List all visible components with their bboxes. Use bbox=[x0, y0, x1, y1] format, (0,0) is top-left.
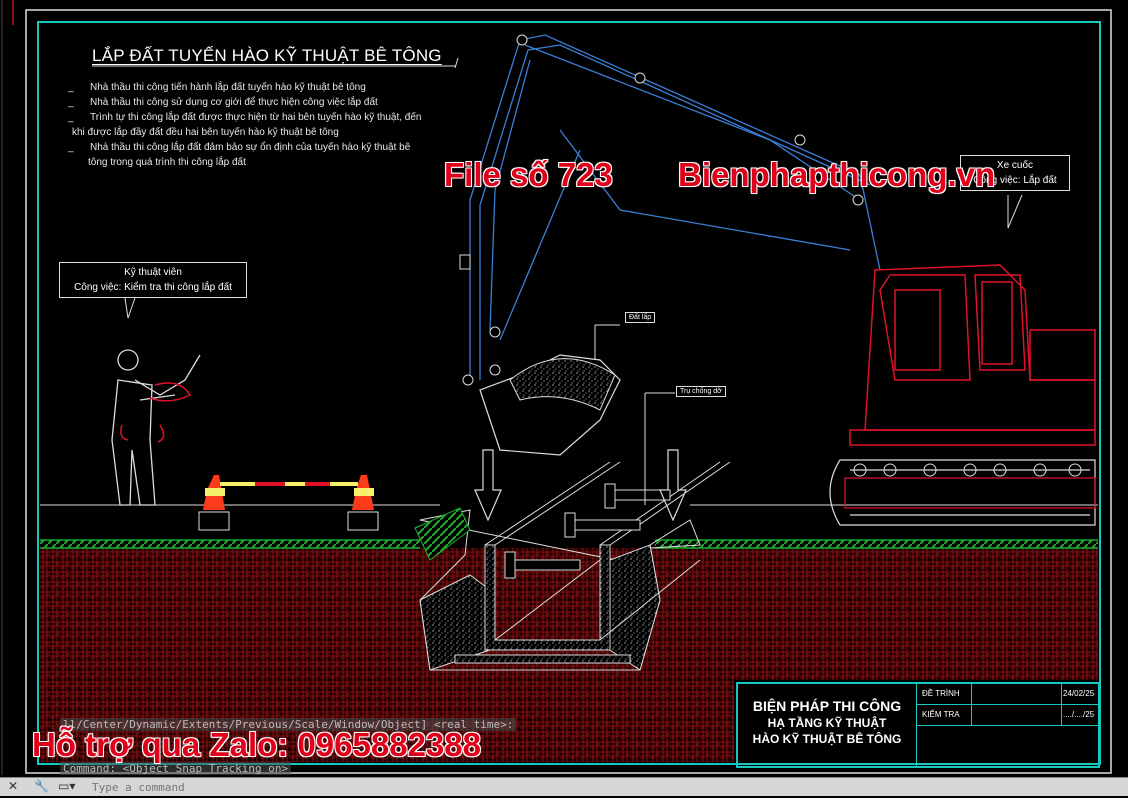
note-row: _Nhà thầu thi công lắp đất đảm bảo sự ổn… bbox=[68, 142, 411, 153]
note-row: _Nhà thầu thi công sử dụng cơ giới để th… bbox=[68, 97, 378, 108]
check-date: ..../..../25 bbox=[1063, 710, 1095, 719]
command-history-icon[interactable]: ▭▾ bbox=[58, 779, 76, 793]
excavator-arm bbox=[469, 34, 881, 380]
title-block-row bbox=[917, 705, 1098, 726]
traffic-cone-left bbox=[198, 475, 230, 531]
traffic-cone-right bbox=[347, 475, 379, 531]
note-row: tông trong quá trình thi công lắp đất bbox=[88, 157, 246, 168]
watermark-file-number: File số 723 bbox=[443, 155, 613, 194]
command-history-line: Command: <Object Snap Tracking on> bbox=[60, 762, 292, 775]
backfill-label: Đất lấp bbox=[625, 312, 656, 323]
command-line-bar: ✕ 🔧 ▭▾ bbox=[0, 777, 1128, 798]
drawing-title: LẮP ĐẤT TUYẾN HÀO KỸ THUẬT BÊ TÔNG bbox=[92, 46, 442, 65]
submit-label: ĐỀ TRÌNH bbox=[922, 689, 960, 698]
check-label: KIỂM TRA bbox=[922, 710, 960, 719]
title-block-project: BIỆN PHÁP THI CÔNG HẠ TẦNG KỸ THUẬT HÀO … bbox=[738, 684, 917, 766]
wrench-icon[interactable]: 🔧 bbox=[34, 779, 49, 793]
excavator-callout: Xe cuốc Công việc: Lắp đất bbox=[960, 155, 1070, 191]
outer-frame bbox=[25, 9, 1112, 774]
barrier-bar bbox=[220, 482, 358, 486]
support-strut-label: Trụ chống dỡ bbox=[676, 386, 726, 397]
technician-callout: Kỹ thuật viên Công việc: Kiểm tra thi cô… bbox=[59, 262, 247, 298]
title-block-row bbox=[917, 684, 1098, 705]
title-block: BIỆN PHÁP THI CÔNG HẠ TẦNG KỸ THUẬT HÀO … bbox=[736, 682, 1100, 768]
note-row: _Nhà thầu thi công tiến hành lắp đất tuy… bbox=[68, 82, 366, 93]
close-icon[interactable]: ✕ bbox=[8, 779, 19, 793]
construction-notes: _Nhà thầu thi công tiến hành lắp đất tuy… bbox=[68, 80, 422, 170]
inner-frame bbox=[37, 21, 1101, 765]
command-history-line: ll/Center/Dynamic/Extents/Previous/Scale… bbox=[60, 718, 517, 731]
note-row: _Trình tự thi công lắp đất được thực hiệ… bbox=[68, 112, 422, 123]
excavator-body bbox=[849, 264, 1096, 446]
watermark-website: Bienphapthicong.vn bbox=[677, 155, 996, 194]
watermark-zalo-support: Hỗ trợ qua Zalo: 0965882388 bbox=[31, 725, 481, 764]
submit-date: 24/02/25 bbox=[1063, 689, 1095, 698]
note-row: khi được lắp đầy đất đều hai bên tuyến h… bbox=[72, 127, 339, 138]
excavator-track bbox=[829, 459, 1096, 526]
command-input[interactable] bbox=[90, 778, 694, 798]
technician-figure bbox=[111, 349, 201, 506]
